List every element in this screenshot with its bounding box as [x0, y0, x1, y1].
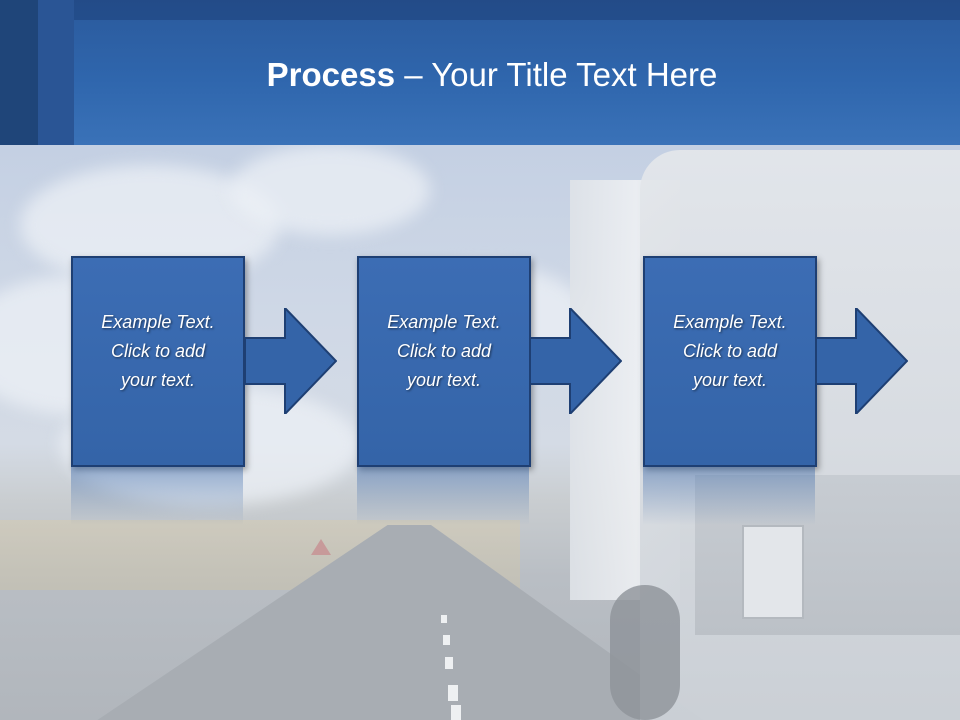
title-rest: – Your Title Text Here: [395, 56, 718, 93]
step-1-text: Example Text. Click to add your text.: [101, 312, 215, 390]
arrow-right-icon: [530, 308, 622, 414]
truck-wheel: [610, 585, 680, 720]
header-accent-strip: [0, 0, 38, 145]
arrow-right-icon: [245, 308, 337, 414]
slide-title[interactable]: Process – Your Title Text Here: [0, 54, 960, 96]
arrow-right-icon: [816, 308, 908, 414]
title-bold: Process: [266, 56, 396, 93]
step-1-reflection: [71, 467, 243, 525]
process-step-3[interactable]: Example Text. Click to add your text.: [643, 256, 817, 467]
truck-grille: [695, 475, 960, 635]
process-step-1[interactable]: Example Text. Click to add your text.: [71, 256, 245, 467]
header-accent-strip-2: [38, 0, 74, 145]
truck-headlamp: [742, 525, 804, 619]
header-band: Process – Your Title Text Here: [0, 0, 960, 145]
step-3-reflection: [643, 467, 815, 525]
road-sign: [311, 539, 331, 555]
process-step-2[interactable]: Example Text. Click to add your text.: [357, 256, 531, 467]
step-2-reflection: [357, 467, 529, 525]
step-3-text: Example Text. Click to add your text.: [673, 312, 787, 390]
step-2-text: Example Text. Click to add your text.: [387, 312, 501, 390]
